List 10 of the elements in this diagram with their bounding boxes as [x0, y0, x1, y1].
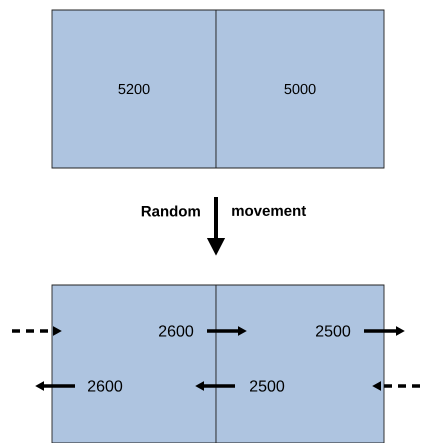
caption-text: movement — [232, 206, 306, 216]
compartment-box — [216, 284, 384, 443]
edge-label: 2600 — [159, 325, 194, 337]
compartment-box: 5000 — [216, 10, 384, 168]
edge-label: 2600 — [88, 380, 122, 392]
compartment-box — [52, 284, 216, 443]
edge-label: 2500 — [250, 380, 284, 392]
edge-label: 2500 — [316, 325, 350, 337]
caption-text: Random — [142, 205, 200, 216]
compartment-box: 5200 — [52, 10, 216, 168]
